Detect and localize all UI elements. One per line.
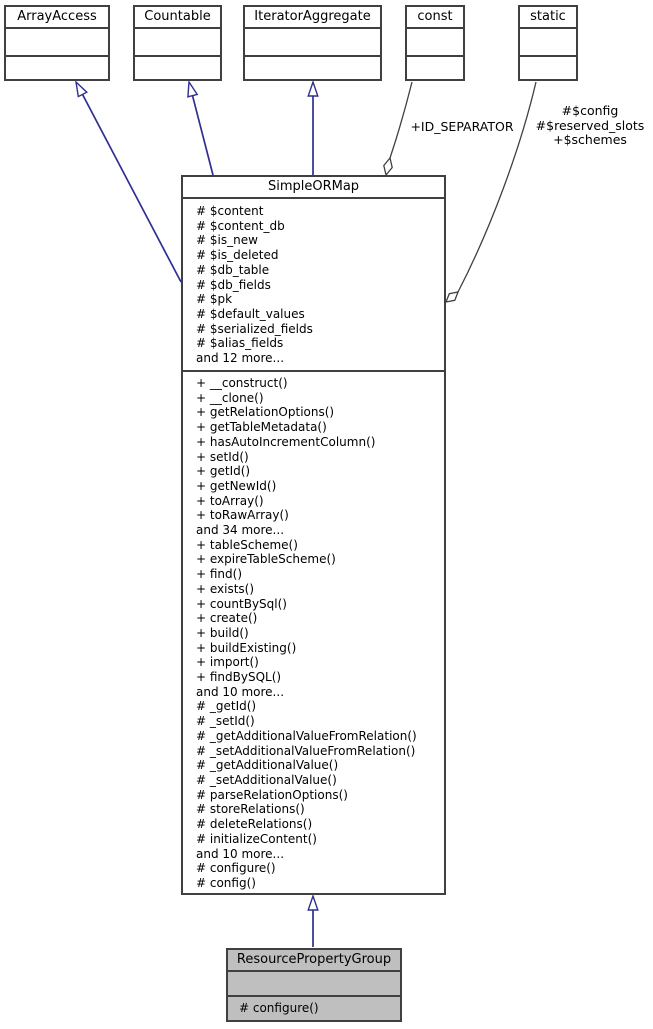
attributes-compartment-empty bbox=[135, 29, 220, 57]
attributes-compartment-empty bbox=[245, 29, 380, 57]
attributes-compartment-empty bbox=[520, 29, 576, 57]
class-node-resourcepropertygroup[interactable]: ResourcePropertyGroup # configure() bbox=[226, 948, 402, 1022]
methods-compartment-empty bbox=[6, 57, 108, 75]
class-node-simpleormap[interactable]: SimpleORMap # $content # $content_db # $… bbox=[181, 175, 446, 895]
class-node-iteratoraggregate[interactable]: IteratorAggregate bbox=[243, 5, 382, 81]
attributes-list: # $content # $content_db # $is_new # $is… bbox=[183, 199, 444, 372]
inheritance-edge-iteratoraggregate bbox=[307, 79, 319, 175]
methods-list: # configure() bbox=[239, 1001, 319, 1015]
attributes-compartment-empty bbox=[407, 29, 463, 57]
static-edge-label: #$config #$reserved_slots +$schemes bbox=[535, 103, 645, 147]
class-node-const[interactable]: const bbox=[405, 5, 465, 81]
inheritance-edge-resourcepropertygroup bbox=[307, 893, 319, 947]
class-title: ArrayAccess bbox=[6, 7, 108, 29]
inheritance-edge-countable bbox=[187, 79, 214, 176]
methods-compartment-empty bbox=[407, 57, 463, 75]
inheritance-arrowhead bbox=[74, 80, 88, 98]
usage-edge-static bbox=[444, 81, 537, 303]
methods-compartment-empty bbox=[135, 57, 220, 75]
aggregation-diamond bbox=[444, 291, 460, 303]
class-title: const bbox=[407, 7, 463, 29]
methods-list: + __construct() + __clone() + getRelatio… bbox=[196, 376, 417, 890]
class-title: static bbox=[520, 7, 576, 29]
class-title: IteratorAggregate bbox=[245, 7, 380, 29]
class-title: ResourcePropertyGroup bbox=[228, 950, 400, 972]
class-node-countable[interactable]: Countable bbox=[133, 5, 222, 81]
attributes-compartment-empty bbox=[228, 972, 400, 997]
aggregation-diamond bbox=[383, 156, 393, 177]
methods-compartment-empty bbox=[520, 57, 576, 75]
const-edge-label: +ID_SEPARATOR bbox=[410, 119, 514, 134]
inheritance-arrowhead bbox=[307, 79, 319, 97]
inheritance-edge-arrayaccess bbox=[74, 80, 182, 283]
attributes-compartment-empty bbox=[6, 29, 108, 57]
inheritance-arrowhead bbox=[307, 893, 319, 911]
methods-compartment-empty bbox=[245, 57, 380, 75]
class-node-arrayaccess[interactable]: ArrayAccess bbox=[4, 5, 110, 81]
inheritance-arrowhead bbox=[187, 79, 199, 98]
class-title: Countable bbox=[135, 7, 220, 29]
class-node-static[interactable]: static bbox=[518, 5, 578, 81]
class-title: SimpleORMap bbox=[183, 177, 444, 199]
